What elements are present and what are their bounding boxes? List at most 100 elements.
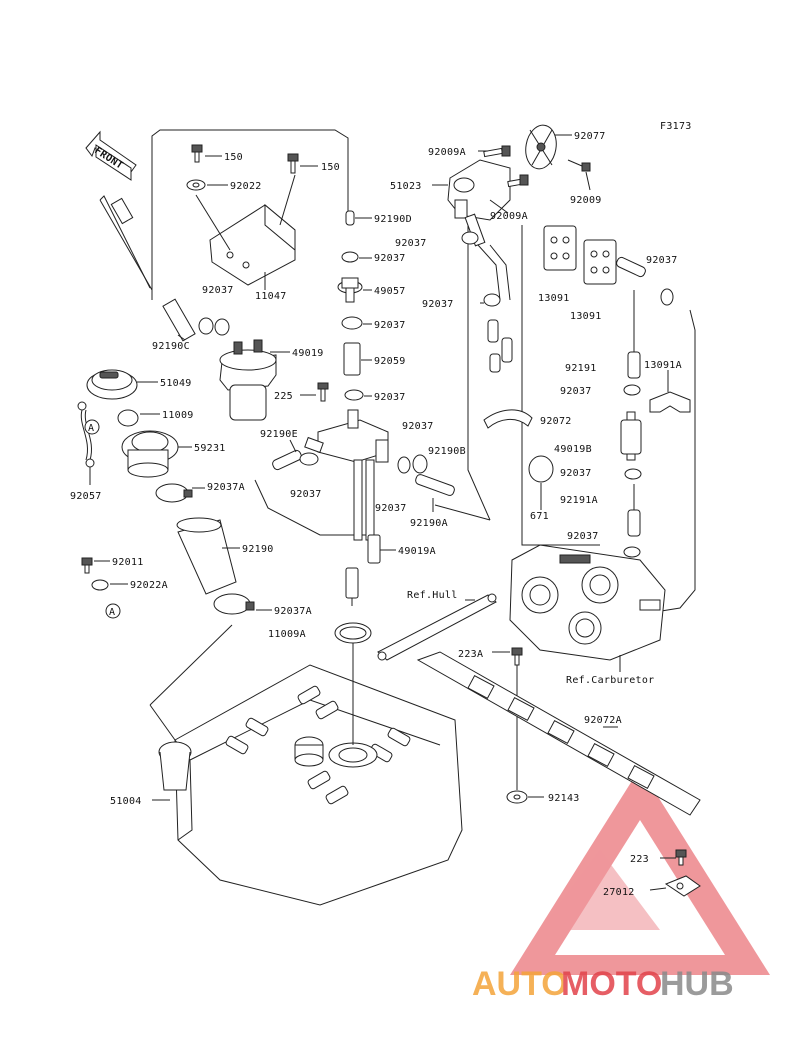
clamp-92037-right-6: [623, 546, 641, 558]
ref-carburetor-label: Ref.Carburetor: [566, 675, 655, 686]
callout-11047: 11047: [255, 291, 287, 302]
callout-223A: 223A: [458, 649, 483, 660]
hose-92190D: [345, 210, 372, 226]
callout-92037A-b: 92037A: [274, 606, 312, 617]
screw-92009: [567, 159, 591, 191]
filter-49019B: [620, 411, 642, 461]
hose-92190E: [272, 439, 302, 471]
callout-11009: 11009: [162, 410, 194, 421]
callout-51049: 51049: [160, 378, 192, 389]
callout-92037-a: 92037: [202, 285, 234, 296]
clamp-92037-right-1: [461, 231, 479, 245]
assembly-outlines: [99, 129, 696, 613]
callout-49019: 49019: [292, 348, 324, 359]
marker-a-circle-1: A: [84, 419, 100, 435]
hose-92190C: [162, 298, 196, 342]
clamps-92037-left: [198, 317, 230, 336]
callout-92009A-a: 92009A: [428, 147, 466, 158]
hose-92191: [627, 290, 641, 379]
fuel-filter-49019: [219, 339, 290, 421]
clamp-92037-center-2: [341, 316, 372, 330]
callout-92037A-a: 92037A: [207, 482, 245, 493]
marker-a-circle-2: A: [105, 603, 121, 619]
callout-92037-d: 92037: [374, 392, 406, 403]
tether-92057: [77, 401, 95, 485]
callout-92143: 92143: [548, 793, 580, 804]
watermark-hub: HUB: [660, 965, 734, 1003]
filler-neck-59231: [121, 430, 192, 478]
hose-92059: [343, 342, 372, 376]
clamp-92037-right-5: [624, 468, 642, 480]
callout-49019B: 49019B: [554, 444, 592, 455]
hose-92037-top-right: [616, 256, 646, 278]
bracket-13091A: [649, 370, 691, 413]
strap-92072A: [416, 651, 701, 816]
hose-92190: [176, 517, 240, 595]
screw-92009A-lower: [489, 174, 529, 214]
callout-92190D: 92190D: [374, 214, 412, 225]
callout-92072: 92072: [540, 416, 572, 427]
fuel-tank-51004: [149, 624, 463, 906]
fuel-cap-51049: [86, 369, 158, 400]
callout-labels: 150 150 92022 92190D 92037 11047 92037 4…: [70, 131, 682, 898]
clamp-92037-right-3: [660, 288, 674, 306]
bolt-150-a: [191, 144, 222, 163]
valve-49057: [337, 277, 372, 303]
valve-body-51023: [432, 159, 511, 247]
clamp-92037A-upper: [155, 483, 205, 503]
callout-49057: 49057: [374, 286, 406, 297]
screw-223: [660, 849, 687, 866]
callout-59231: 59231: [194, 443, 226, 454]
hose-right-long: [477, 244, 511, 301]
washer-92143: [506, 790, 544, 804]
callout-92037-b: 92037: [374, 253, 406, 264]
callout-92037-l: 92037: [560, 468, 592, 479]
screw-92009A-upper: [478, 145, 511, 158]
callout-150-a: 150: [224, 152, 243, 163]
o-ring-671: [528, 455, 554, 510]
hose-92191A: [627, 484, 641, 537]
pipe-left-upper: [110, 197, 134, 225]
callout-92037-c: 92037: [374, 320, 406, 331]
bracket-27012: [649, 875, 701, 897]
callout-92009A-b: 92009A: [490, 211, 528, 222]
callout-27012: 27012: [603, 887, 635, 898]
marker-a-2: A: [109, 607, 115, 618]
callout-92009: 92009: [570, 195, 602, 206]
screw-223A: [492, 647, 523, 790]
watermark-moto: MOTO: [561, 965, 662, 1003]
bolt-150-b: [287, 153, 318, 174]
pickup-49019A: [345, 534, 396, 606]
callout-92191A: 92191A: [560, 495, 598, 506]
carburetor-assembly: [509, 544, 666, 672]
clamp-92037-right-2: [480, 293, 501, 307]
callout-13091-b: 13091: [570, 311, 602, 322]
callout-92037-e: 92037: [402, 421, 434, 432]
o-ring-11009A: [334, 622, 372, 745]
callout-92037-i: 92037: [422, 299, 454, 310]
callout-92037-m: 92037: [567, 531, 599, 542]
callout-49019A: 49019A: [398, 546, 436, 557]
callout-92191: 92191: [565, 363, 597, 374]
hose-right-pieces: [487, 319, 513, 373]
callout-225: 225: [274, 391, 293, 402]
hose-92190B: [415, 474, 455, 496]
callout-92077: 92077: [574, 131, 606, 142]
bolt-92011: [81, 557, 110, 574]
callout-92022: 92022: [230, 181, 262, 192]
o-ring-11009: [117, 409, 160, 427]
clamp-92037A-lower: [213, 593, 272, 615]
clamp-92037-center-5: [397, 454, 428, 474]
callout-92037-h: 92037: [395, 238, 427, 249]
clamp-92037-right-4: [623, 384, 641, 396]
callout-11009A: 11009A: [268, 629, 306, 640]
watermark-logo-text: AUTO MOTO HUB: [472, 965, 734, 1003]
clamp-92037-center-1: [341, 251, 372, 263]
callout-92190A: 92190A: [410, 518, 448, 529]
ref-hull-label: Ref.Hull: [407, 590, 458, 601]
callout-92059: 92059: [374, 356, 406, 367]
grommet-13091-b: [583, 239, 617, 285]
callout-92190B: 92190B: [428, 446, 466, 457]
watermark-logo-triangle: [510, 768, 770, 975]
